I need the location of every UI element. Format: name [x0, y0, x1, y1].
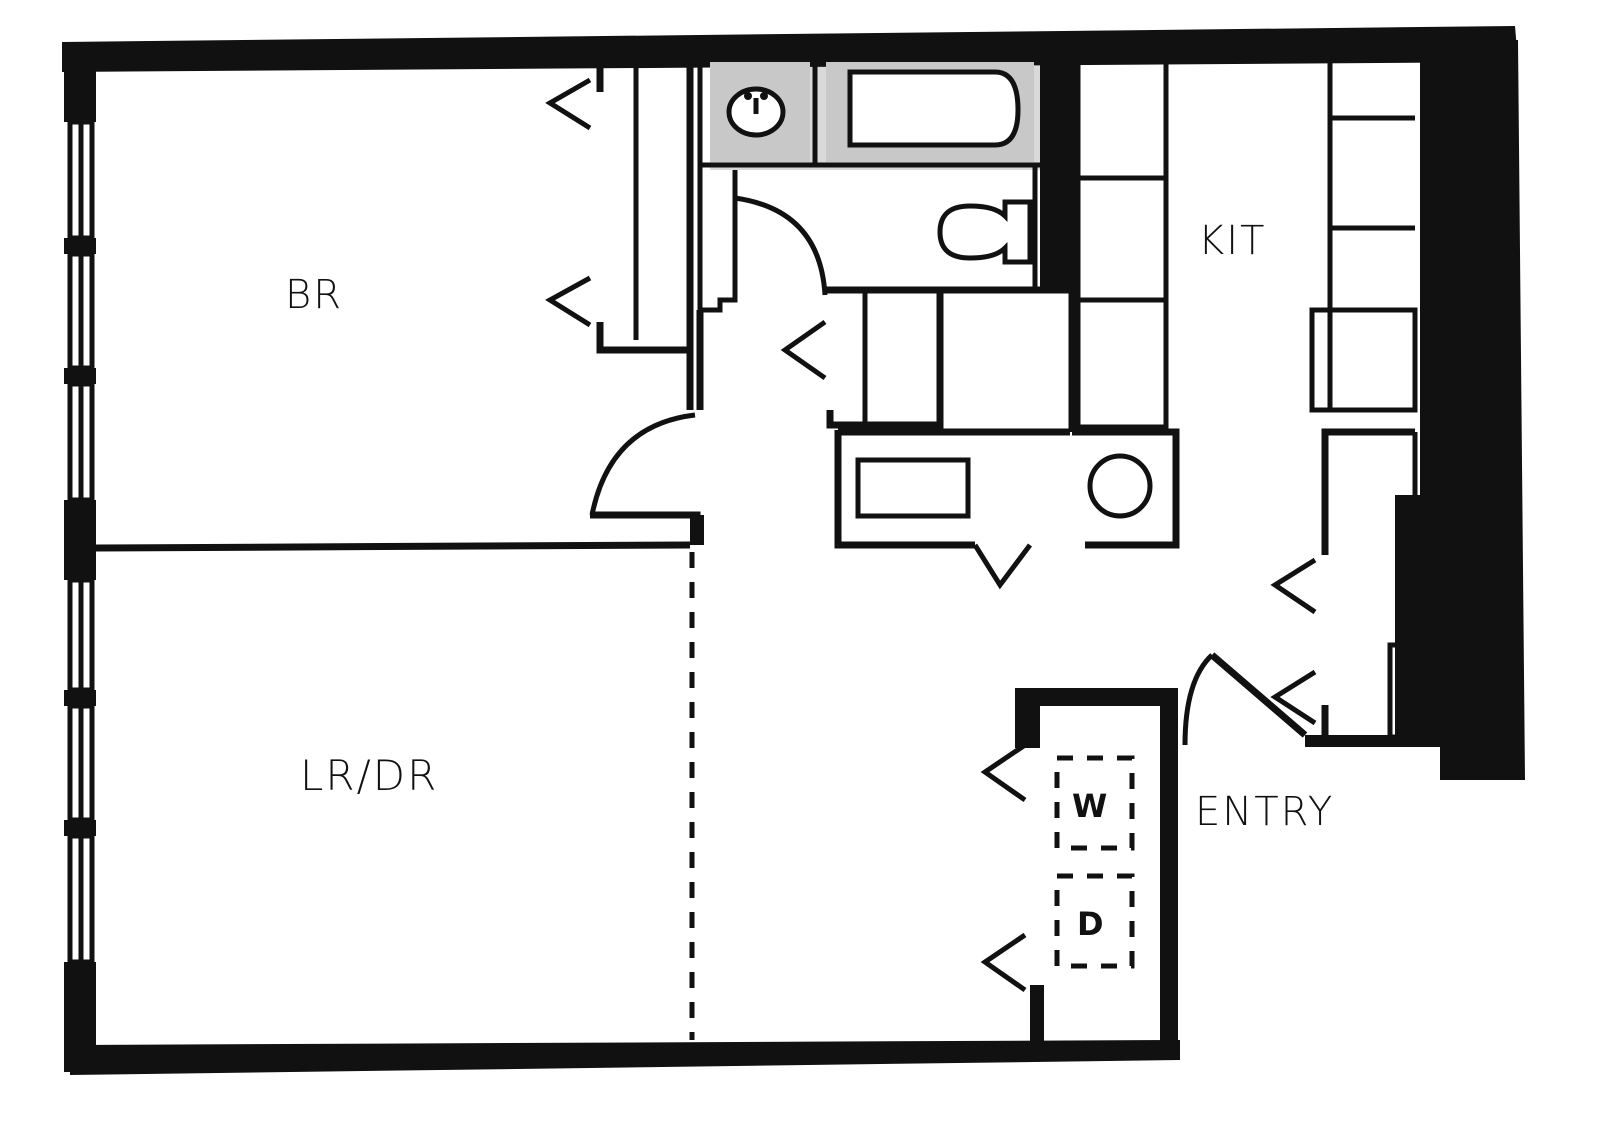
- bifold-door-marks: [545, 77, 1317, 993]
- entry-door-swing: [1182, 653, 1214, 746]
- refrigerator-icon: [855, 457, 971, 519]
- entry-label: ENTRY: [1195, 789, 1334, 835]
- outer-walls: [62, 26, 1525, 1075]
- water-heater-icon: [1087, 453, 1153, 519]
- laundry-units: [1054, 755, 1135, 969]
- windows-left: [67, 119, 95, 965]
- kitchen-fixtures: [855, 453, 1153, 519]
- doors: [589, 195, 1308, 746]
- dryer-label: D: [1077, 905, 1104, 943]
- dryer-box: [1054, 873, 1135, 969]
- living-dining-label: LR/DR: [300, 751, 438, 800]
- bath-fixtures: [710, 62, 1034, 265]
- bath-door-swing: [734, 195, 828, 296]
- washer-box: [1054, 755, 1135, 851]
- kitchen-label: KIT: [1198, 218, 1266, 264]
- washer-label: W: [1072, 787, 1107, 825]
- toilet-icon: [937, 199, 1033, 265]
- interior-walls: [95, 52, 1438, 1040]
- bedroom-door-swing: [589, 412, 696, 516]
- bedroom-label: BR: [285, 272, 343, 318]
